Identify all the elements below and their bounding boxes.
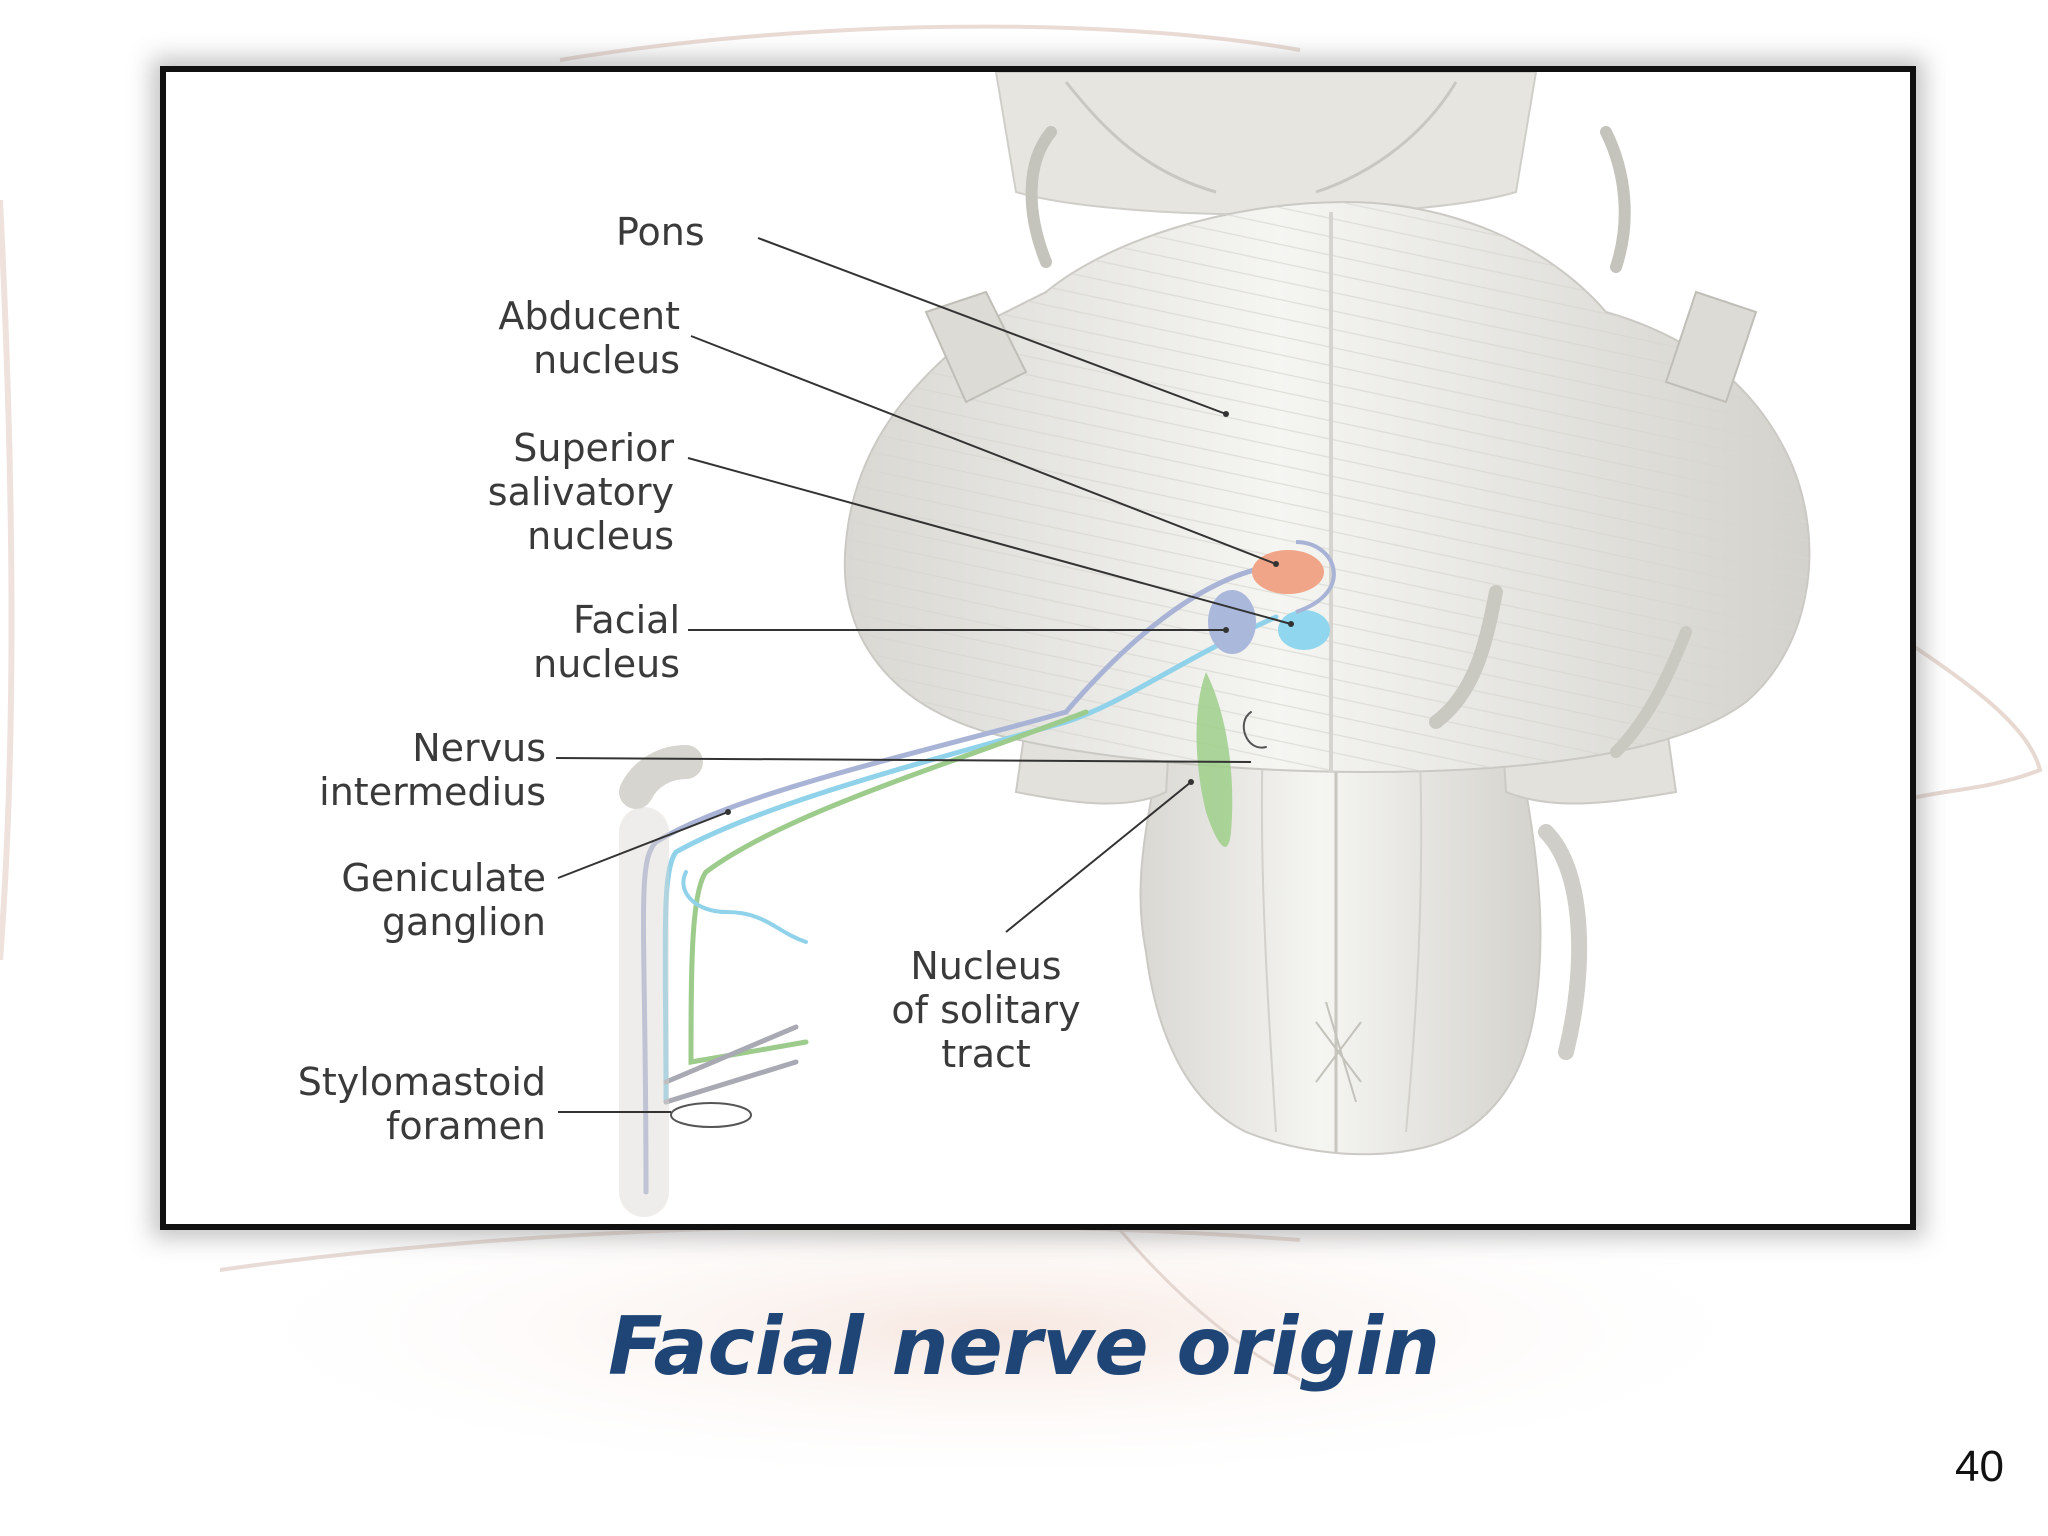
label-facial-nucleus: Facial nucleus xyxy=(533,598,680,686)
solitary-tract-shape xyxy=(1196,672,1233,847)
label-pons: Pons xyxy=(616,210,705,254)
label-superior-salivatory-nucleus: Superior salivatory nucleus xyxy=(487,426,674,558)
page-number: 40 xyxy=(1955,1442,2004,1491)
label-stylomastoid-foramen: Stylomastoid foramen xyxy=(297,1060,546,1148)
motor-fibers xyxy=(641,564,1269,1195)
label-abducent-nucleus: Abducent nucleus xyxy=(498,294,680,382)
facial-nucleus-shape xyxy=(1208,590,1256,654)
label-nervus-intermedius: Nervus intermedius xyxy=(319,726,546,814)
diagram-frame: Pons Abducent nucleus Superior salivator… xyxy=(160,66,1916,1230)
facial-nerve-course xyxy=(619,564,1279,1217)
label-nucleus-solitary-tract: Nucleus of solitary tract xyxy=(891,944,1081,1076)
superior-salivatory-nucleus-shape xyxy=(1278,610,1330,650)
sensory-fibers xyxy=(688,709,1089,1065)
slide-caption: Facial nerve origin xyxy=(608,1300,1440,1393)
leader-lines xyxy=(555,237,1292,1113)
label-geniculate-ganglion: Geniculate ganglion xyxy=(341,856,546,944)
brainstem-illustration xyxy=(555,72,1811,1217)
parasympathetic-fibers xyxy=(662,614,1279,1105)
abducent-nucleus-shape xyxy=(1252,550,1324,594)
